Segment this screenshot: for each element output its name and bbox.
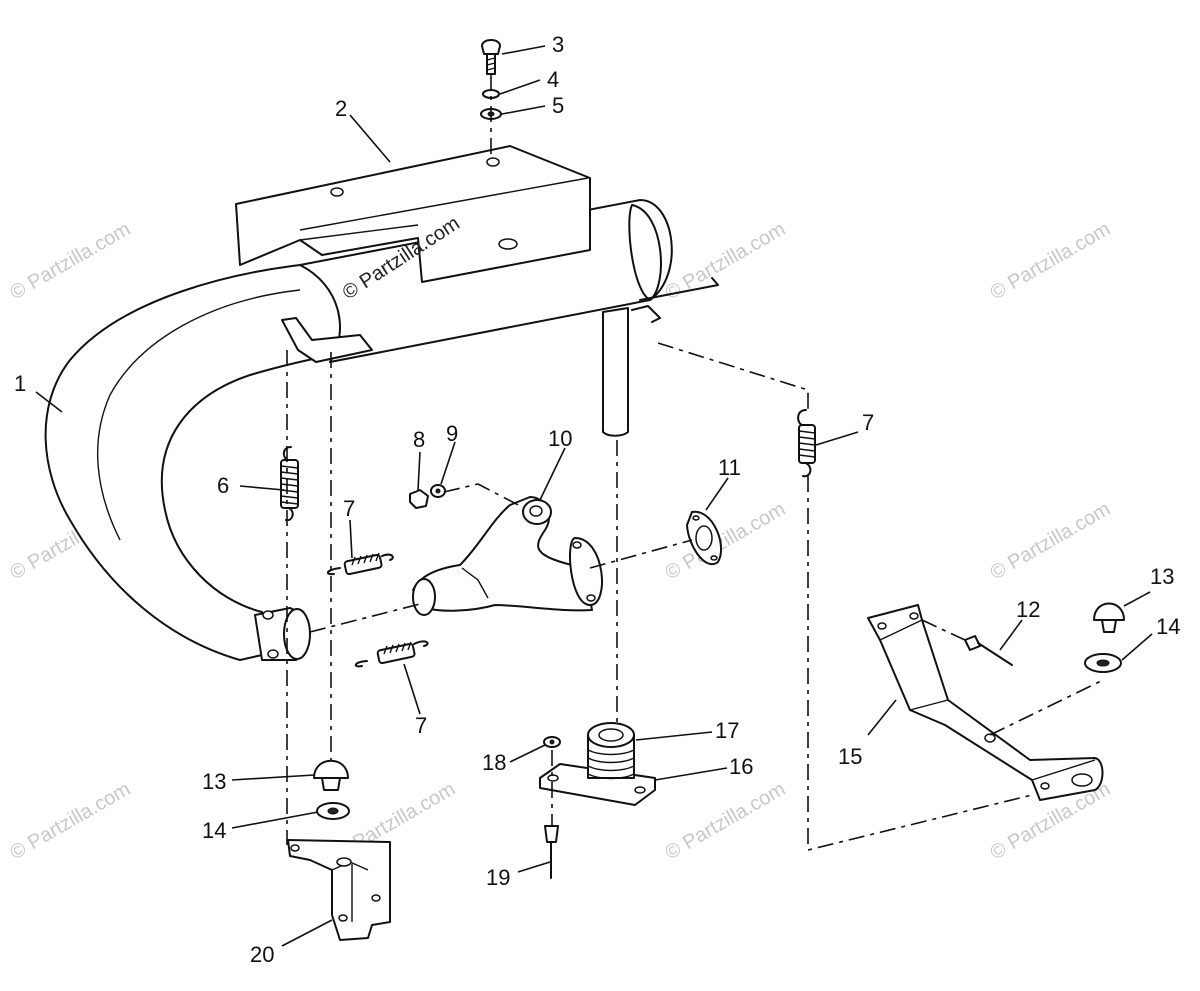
callout-5: 5 [552,93,564,118]
watermark: © Partzilla.com [987,218,1115,304]
callout-16: 16 [729,754,753,779]
callout-2: 2 [335,96,347,121]
bolt-washer-stack [480,39,502,160]
leader-lines [35,45,1153,947]
callout-8: 8 [413,427,425,452]
assembly-lines [286,342,1104,852]
callout-20: 20 [250,942,274,967]
springs [280,409,816,668]
callout-9: 9 [446,421,458,446]
callout-13-left: 13 [202,769,226,794]
callout-19: 19 [486,865,510,890]
nut-washer [409,484,446,509]
watermark: © Partzilla.com [7,778,135,864]
heat-shield [235,145,591,283]
watermark: © Partzilla.com [662,498,790,584]
gasket [686,510,723,566]
callout-3: 3 [552,32,564,57]
callout-14-left: 14 [202,818,226,843]
callout-7-left: 7 [343,496,355,521]
callout-15: 15 [838,744,862,769]
callout-4: 4 [547,67,559,92]
watermark: © Partzilla.com [7,218,135,304]
grommet-washer-right [1084,602,1125,673]
callout-18: 18 [482,750,506,775]
callout-10: 10 [548,426,572,451]
callout-labels: 1 2 3 4 5 6 7 7 7 8 9 10 11 12 13 13 14 … [14,32,1180,967]
callout-14-right: 14 [1156,614,1180,639]
right-bracket [867,604,1104,801]
callout-11: 11 [718,455,741,480]
center-mount [539,722,656,879]
watermark: © Partzilla.com [662,778,790,864]
callout-1: 1 [14,371,26,396]
callout-12: 12 [1016,597,1040,622]
left-mount-bracket [287,759,391,941]
callout-6: 6 [217,473,229,498]
watermark: © Partzilla.com [987,498,1115,584]
callout-7-right: 7 [862,410,874,435]
exhaust-manifold [412,496,603,616]
pin [964,635,1013,666]
callout-13-right: 13 [1150,564,1174,589]
callout-7-bottom: 7 [415,713,427,738]
exhaust-pipe [44,261,346,661]
callout-17: 17 [715,718,739,743]
